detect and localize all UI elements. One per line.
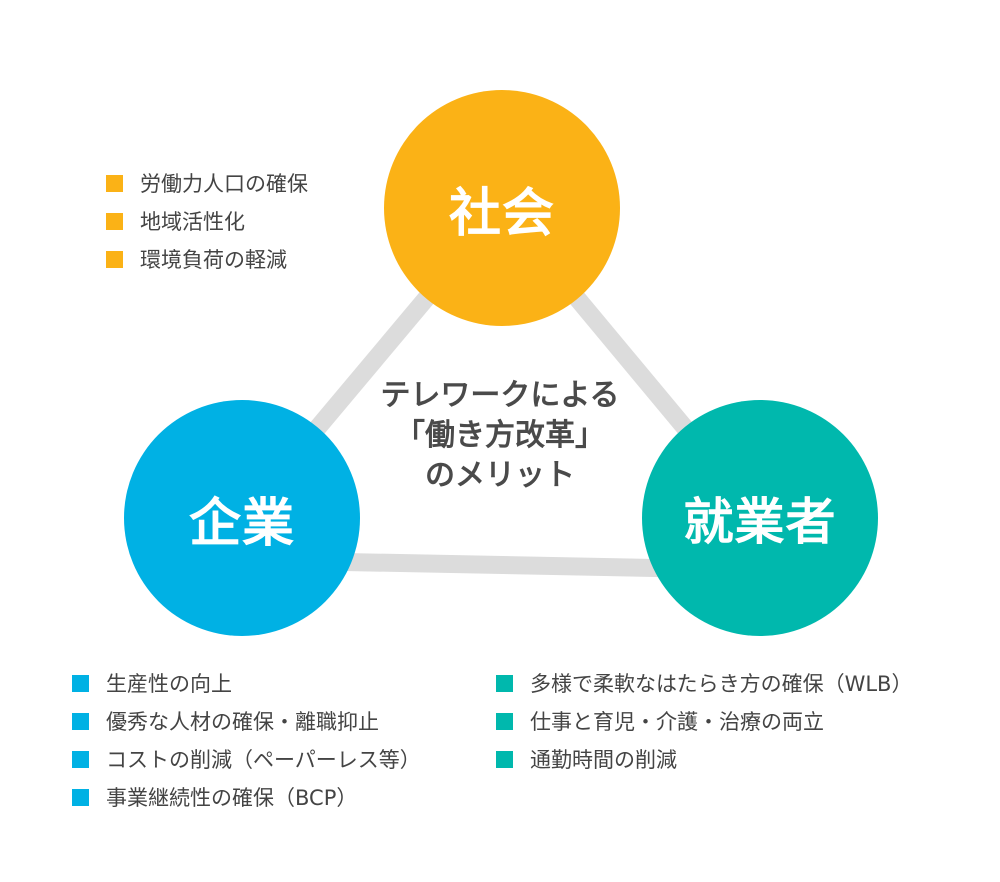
square-bullet-icon xyxy=(72,674,89,692)
benefit-text: 優秀な人材の確保・離職抑止 xyxy=(106,710,379,734)
benefit-text: 生産性の向上 xyxy=(106,672,232,696)
benefit-item: コストの削減（ペーパーレス等） xyxy=(72,740,421,778)
square-bullet-icon xyxy=(106,174,123,192)
square-bullet-icon xyxy=(106,212,123,230)
benefit-item: 地域活性化 xyxy=(106,202,308,240)
society-circle: 社会 xyxy=(384,90,620,326)
benefit-text: コストの削減（ペーパーレス等） xyxy=(106,748,421,772)
benefit-text: 地域活性化 xyxy=(140,210,245,234)
center-title: テレワークによる 「働き方改革」 のメリット xyxy=(340,376,660,496)
company-label: 企業 xyxy=(188,493,295,554)
square-bullet-icon xyxy=(72,750,89,768)
company-benefit-list: 生産性の向上 優秀な人材の確保・離職抑止 コストの削減（ペーパーレス等） 事業継… xyxy=(72,664,421,816)
square-bullet-icon xyxy=(496,750,513,768)
benefit-item: 事業継続性の確保（BCP） xyxy=(72,778,421,816)
benefit-item: 生産性の向上 xyxy=(72,664,421,702)
society-label: 社会 xyxy=(448,183,555,244)
benefit-text: 環境負荷の軽減 xyxy=(140,248,287,272)
society-benefit-list: 労働力人口の確保 地域活性化 環境負荷の軽減 xyxy=(106,164,308,278)
square-bullet-icon xyxy=(72,712,89,730)
benefit-text: 仕事と育児・介護・治療の両立 xyxy=(530,710,824,734)
benefit-text: 通勤時間の削減 xyxy=(530,748,677,772)
center-title-line-3: のメリット xyxy=(425,458,575,493)
benefit-item: 通勤時間の削減 xyxy=(496,740,912,778)
worker-circle: 就業者 xyxy=(642,400,878,636)
square-bullet-icon xyxy=(106,250,123,268)
center-title-line-2: 「働き方改革」 xyxy=(395,418,605,453)
benefit-text: 事業継続性の確保（BCP） xyxy=(106,786,358,810)
square-bullet-icon xyxy=(496,674,513,692)
benefit-item: 仕事と育児・介護・治療の両立 xyxy=(496,702,912,740)
worker-label: 就業者 xyxy=(683,493,837,551)
benefit-item: 優秀な人材の確保・離職抑止 xyxy=(72,702,421,740)
square-bullet-icon xyxy=(72,788,89,806)
benefit-item: 労働力人口の確保 xyxy=(106,164,308,202)
benefit-text: 労働力人口の確保 xyxy=(140,172,308,196)
center-title-line-1: テレワークによる xyxy=(380,378,620,413)
benefit-text: 多様で柔軟なはたらき方の確保（WLB） xyxy=(530,672,913,696)
company-circle: 企業 xyxy=(124,400,360,636)
square-bullet-icon xyxy=(496,712,513,730)
benefit-item: 環境負荷の軽減 xyxy=(106,240,308,278)
worker-benefit-list: 多様で柔軟なはたらき方の確保（WLB） 仕事と育児・介護・治療の両立 通勤時間の… xyxy=(496,664,912,778)
benefit-item: 多様で柔軟なはたらき方の確保（WLB） xyxy=(496,664,912,702)
